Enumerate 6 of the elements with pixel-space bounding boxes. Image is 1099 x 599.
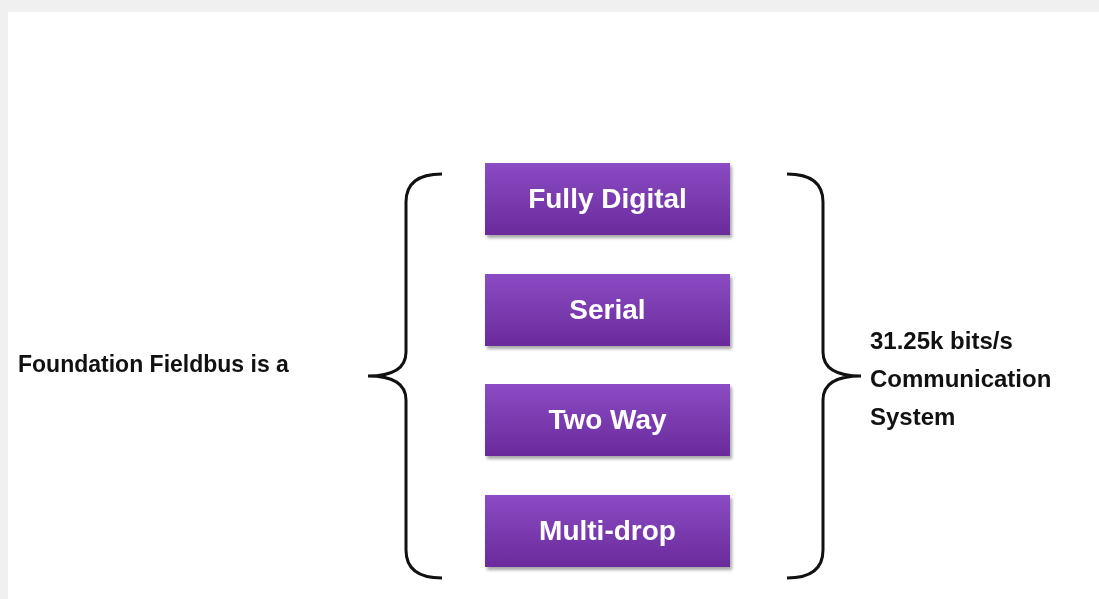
process-box: Two Way — [485, 384, 730, 456]
process-box: Fully Digital — [485, 163, 730, 235]
description-text: 31.25k bits/s Communication System — [870, 326, 1053, 432]
lead-in-text: Foundation Fieldbus is a — [18, 350, 289, 379]
process-box: Serial — [485, 274, 730, 346]
process-box: Multi-drop — [485, 495, 730, 567]
